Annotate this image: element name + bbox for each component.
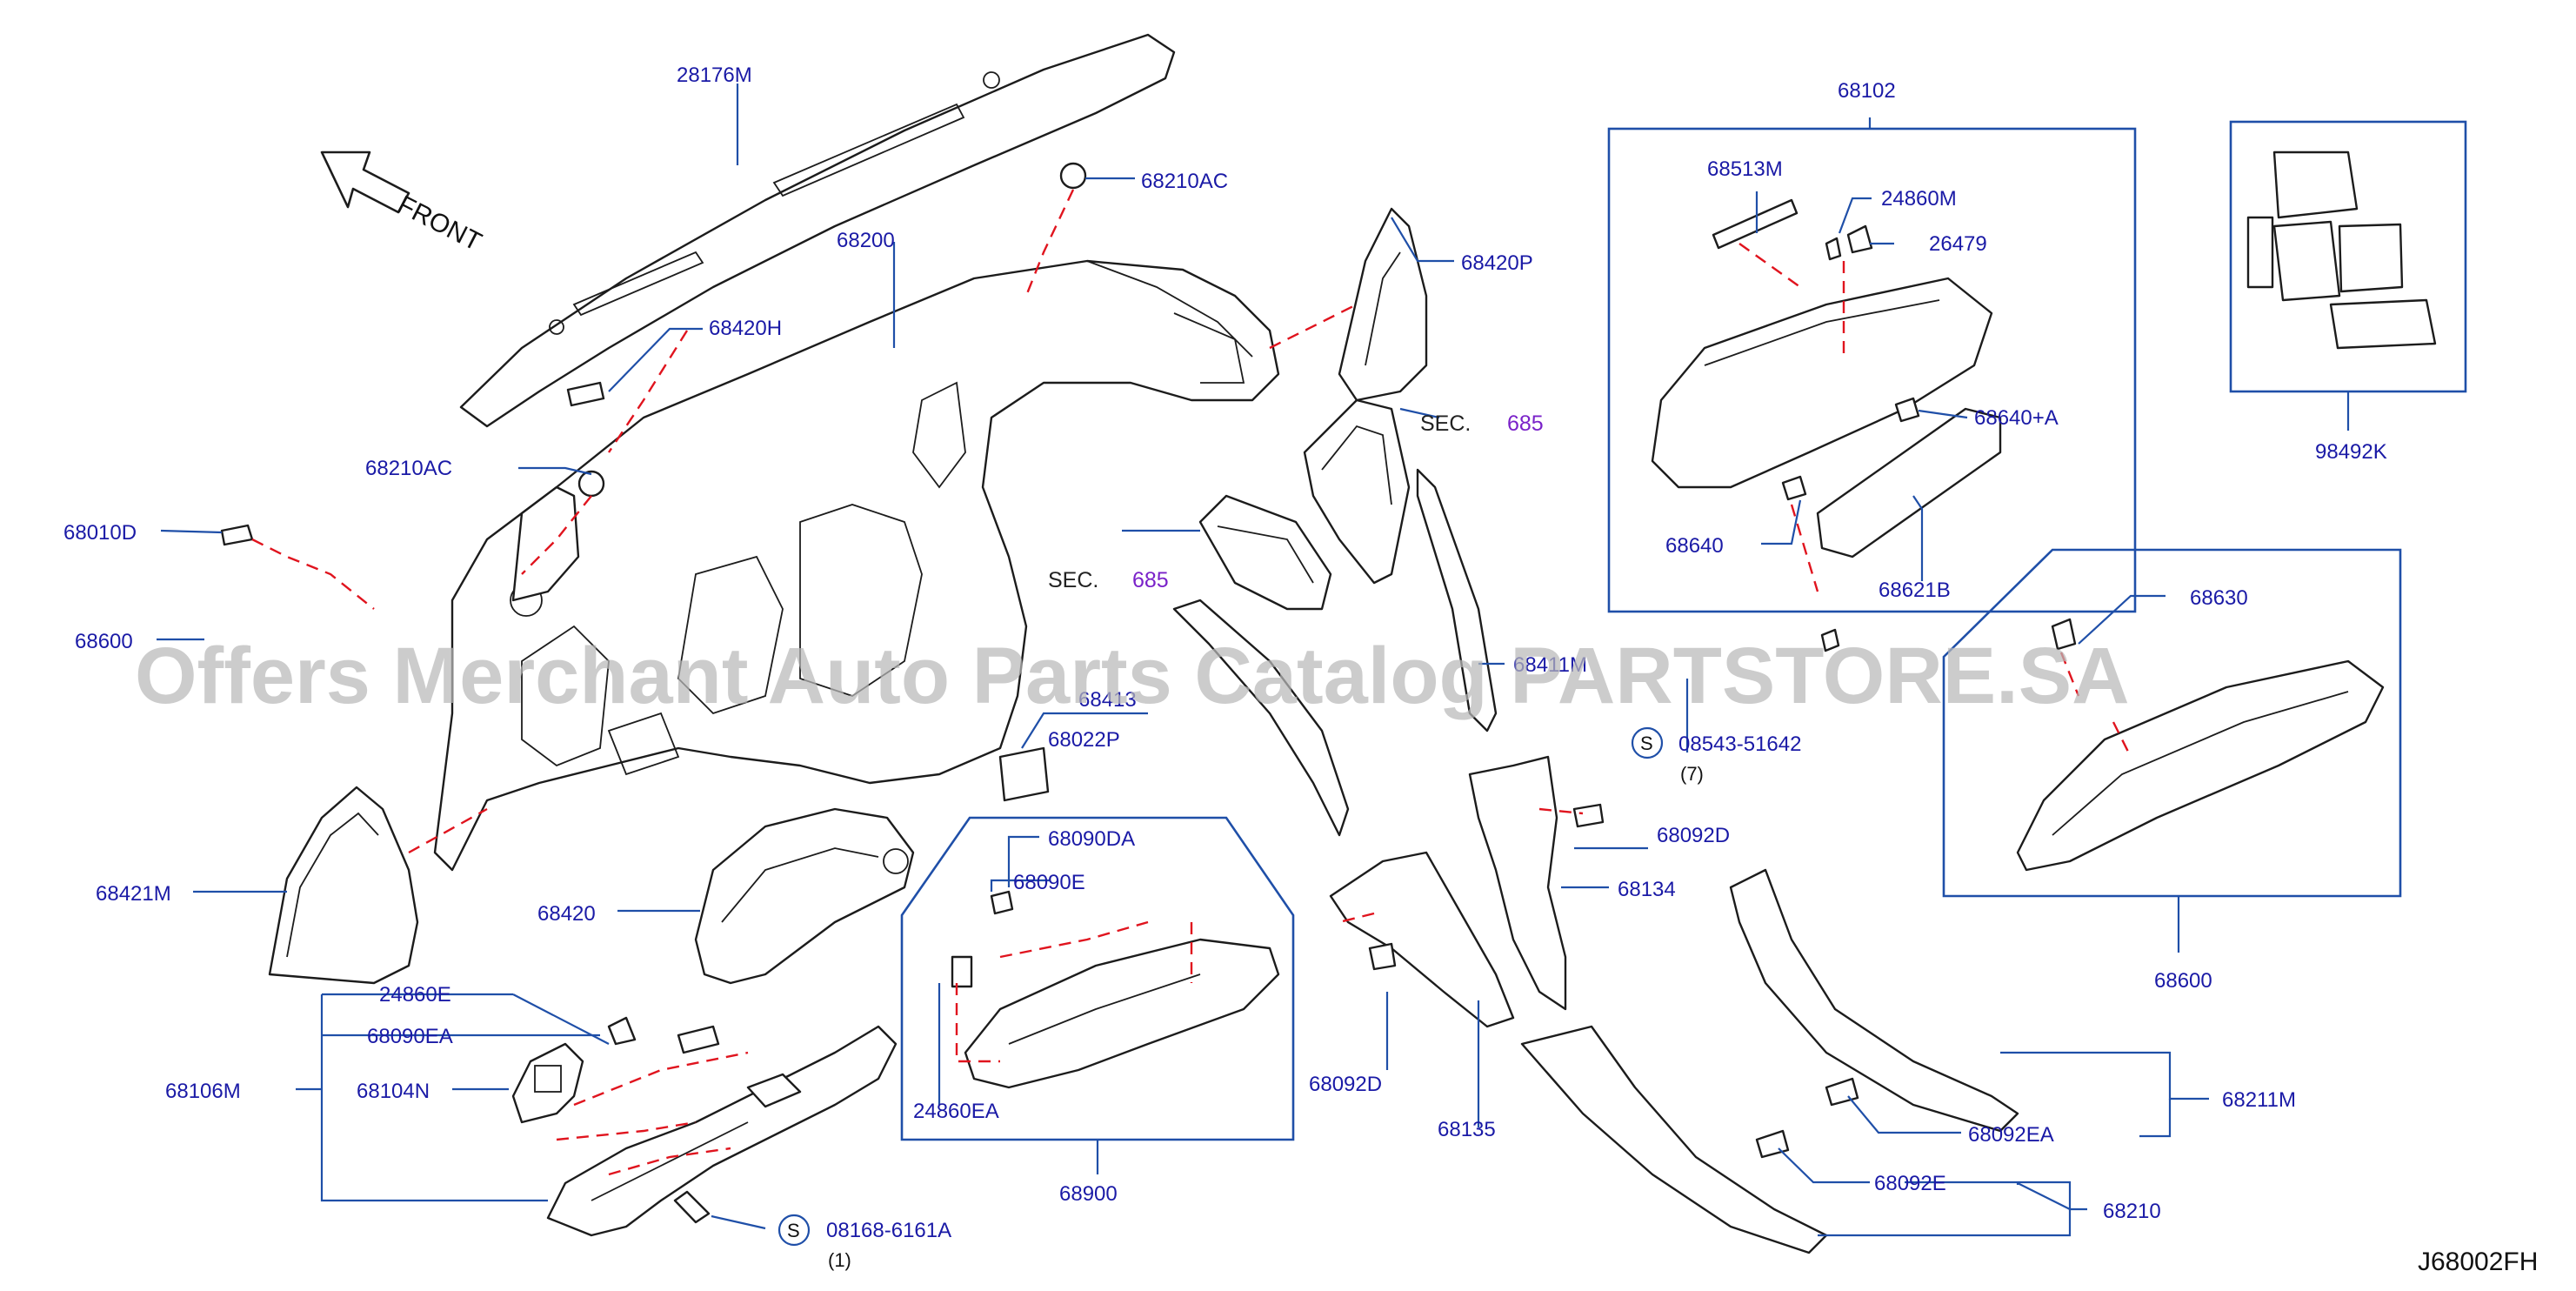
label-68421M: 68421M bbox=[96, 882, 171, 906]
label-68411M: 68411M bbox=[1513, 653, 1587, 677]
label-68640A: 68640+A bbox=[1974, 406, 2059, 430]
label-68513M: 68513M bbox=[1707, 157, 1783, 181]
label-68092D-right: 68092D bbox=[1657, 824, 1730, 847]
side-panel-68135-part bbox=[1329, 851, 1515, 1028]
label-28176M: 28176M bbox=[677, 64, 752, 87]
label-68090E: 68090E bbox=[1013, 871, 1085, 894]
glove-box-part bbox=[1651, 198, 1993, 501]
qty-1: (1) bbox=[828, 1249, 851, 1271]
side-panel-part bbox=[1468, 755, 1567, 1011]
glove-box-68600-frame bbox=[1942, 548, 2402, 898]
label-68092E: 68092E bbox=[1874, 1172, 1946, 1195]
label-98492K: 98492K bbox=[2315, 440, 2387, 464]
duct-part-upper bbox=[1303, 398, 1411, 585]
screw-symbol-2: S bbox=[1640, 732, 1653, 754]
label-68200: 68200 bbox=[837, 229, 895, 252]
label-68134: 68134 bbox=[1618, 878, 1676, 901]
label-68211M: 68211M bbox=[2222, 1088, 2296, 1112]
instrument-panel-part bbox=[433, 259, 1280, 872]
sec-label-2: SEC. bbox=[1048, 568, 1098, 592]
sec-label-1: SEC. bbox=[1420, 411, 1471, 436]
label-68621B: 68621B bbox=[1879, 579, 1951, 602]
qty-7: (7) bbox=[1680, 763, 1704, 785]
screw-symbol-circle-2 bbox=[1631, 726, 1664, 759]
trim-68413-part bbox=[1172, 599, 1350, 837]
diagram-code: J68002FH bbox=[2418, 1248, 2538, 1276]
lid-group-frame bbox=[900, 816, 1295, 1141]
leader-lines bbox=[157, 84, 2350, 1237]
front-arrow-icon bbox=[320, 151, 410, 214]
front-label: FRONT bbox=[393, 191, 486, 257]
glove-box-68600-part bbox=[2016, 618, 2385, 872]
kit-items-part bbox=[2246, 151, 2437, 350]
glove-lid-part bbox=[951, 938, 1280, 1089]
assembly-lines bbox=[251, 189, 2132, 1176]
sec-ref-1: 685 bbox=[1507, 411, 1544, 436]
console-trim-68211M-part bbox=[1729, 868, 2019, 1133]
label-24860E: 24860E bbox=[379, 983, 451, 1007]
clip-68022P-part bbox=[998, 746, 1050, 802]
bracket-part bbox=[511, 1042, 584, 1124]
trim-strip-part bbox=[1416, 468, 1498, 732]
glove-box-group-frame bbox=[1607, 127, 2137, 613]
label-68010D: 68010D bbox=[63, 521, 137, 545]
defroster-grille-part bbox=[459, 33, 1176, 428]
label-68210AC-top: 68210AC bbox=[1141, 170, 1228, 193]
label-08543-51642: 08543-51642 bbox=[1678, 732, 1801, 756]
label-68090EA: 68090EA bbox=[367, 1025, 453, 1048]
label-68900: 68900 bbox=[1059, 1182, 1118, 1206]
label-68420: 68420 bbox=[537, 902, 596, 926]
label-26479: 26479 bbox=[1929, 232, 1987, 256]
lower-panel-part bbox=[546, 1025, 898, 1237]
sec-ref-2: 685 bbox=[1132, 568, 1169, 592]
glove-liner-part bbox=[1816, 407, 2002, 559]
label-24860M: 24860M bbox=[1881, 187, 1957, 211]
watermark: Offers Merchant Auto Parts Catalog PARTS… bbox=[135, 632, 2130, 720]
label-08168-6161A: 08168-6161A bbox=[826, 1219, 951, 1242]
screw-symbol-1: S bbox=[787, 1220, 800, 1241]
label-68640: 68640 bbox=[1665, 534, 1724, 558]
label-68102: 68102 bbox=[1838, 79, 1896, 103]
label-68092EA: 68092EA bbox=[1968, 1123, 2054, 1147]
vent-part bbox=[1338, 207, 1428, 402]
label-68413: 68413 bbox=[1078, 688, 1137, 712]
label-68104N: 68104N bbox=[357, 1080, 430, 1103]
label-68135: 68135 bbox=[1438, 1118, 1496, 1141]
label-68420H: 68420H bbox=[709, 317, 782, 340]
cluster-lid-part bbox=[694, 807, 915, 985]
label-68630: 68630 bbox=[2190, 586, 2248, 610]
side-finisher-part bbox=[268, 786, 419, 985]
label-68022P: 68022P bbox=[1048, 728, 1120, 752]
label-68420P: 68420P bbox=[1461, 251, 1533, 275]
duct-part-lower bbox=[1198, 494, 1332, 611]
label-68600-left: 68600 bbox=[75, 630, 133, 653]
label-68090DA: 68090DA bbox=[1048, 827, 1135, 851]
label-68210AC-left: 68210AC bbox=[365, 457, 452, 480]
screw-symbol-circle-1 bbox=[777, 1214, 811, 1247]
label-24860EA: 24860EA bbox=[913, 1100, 999, 1123]
label-68106M: 68106M bbox=[165, 1080, 241, 1103]
label-68210: 68210 bbox=[2103, 1200, 2161, 1223]
label-68600-right: 68600 bbox=[2154, 969, 2212, 993]
label-68092D-mid: 68092D bbox=[1309, 1073, 1382, 1096]
